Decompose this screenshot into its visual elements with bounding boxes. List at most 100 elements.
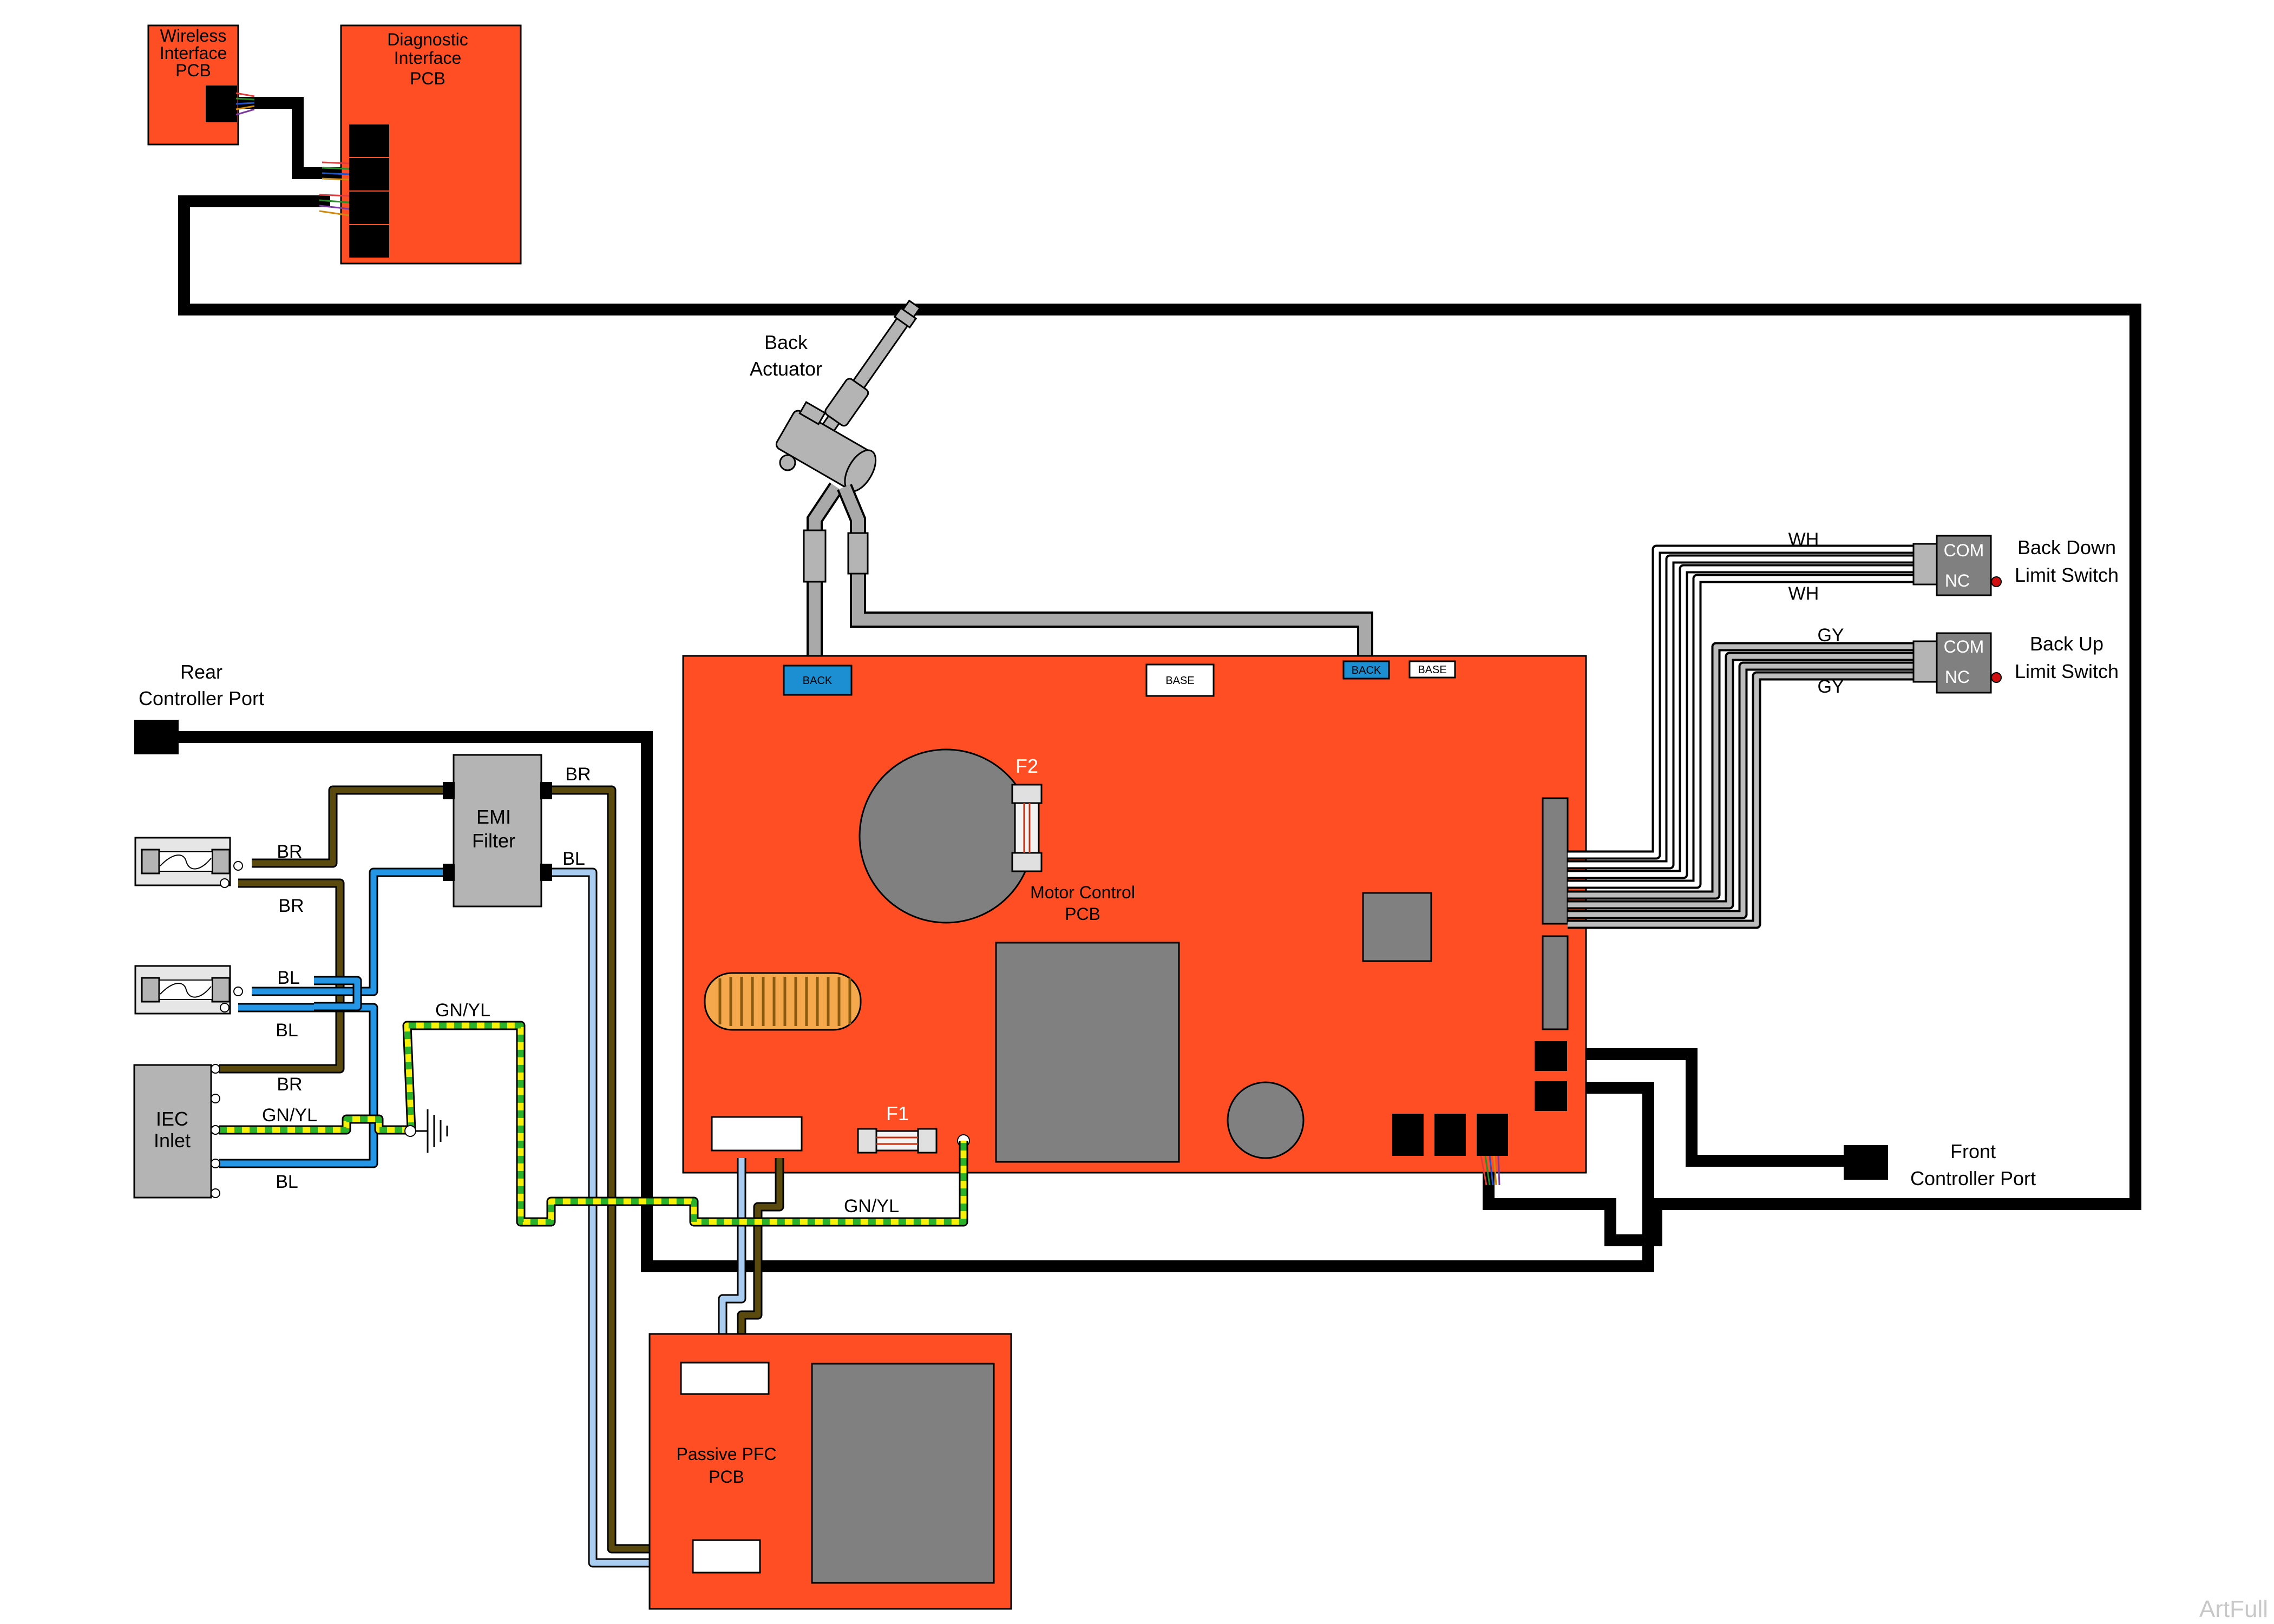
back-down-com-label: COM: [1944, 541, 1984, 560]
motor-control-pcb-label-2: PCB: [1065, 904, 1100, 924]
wireless-pcb-label-3: PCB: [175, 61, 211, 80]
front-controller-cable: [1556, 1048, 1846, 1167]
inductor-coil-icon: [704, 972, 862, 1031]
back-actuator: Back Actuator: [750, 299, 1373, 663]
diagnostic-ribbon-lower-icon: [1480, 1155, 1500, 1186]
connector-back-right: [1342, 660, 1390, 680]
connector-base-right-label: BASE: [1418, 664, 1446, 676]
iec-inlet-label-2: Inlet: [154, 1129, 191, 1152]
passive-pfc-label-2: PCB: [709, 1467, 744, 1487]
front-controller-header: [1535, 1041, 1567, 1071]
motor-control-pcb-label-1: Motor Control: [1030, 883, 1135, 902]
fuse-f1-label: F1: [886, 1102, 909, 1125]
chassis-ground-icon: [416, 1109, 448, 1153]
fuse-f2-label: F2: [1015, 755, 1038, 777]
wire-label-br-2: BR: [278, 896, 304, 916]
emi-filter-label-2: Filter: [472, 830, 515, 852]
back-down-plunger-icon: [1991, 576, 2002, 587]
power-wiring: BR BR BL BL BR GN/YL BL BR BL GN/YL GN/Y…: [219, 764, 968, 1568]
diagnostic-connector-1: [349, 124, 389, 157]
actuator-inline-connector-1: [803, 529, 827, 583]
board-connector-1: [1392, 1114, 1424, 1156]
limit-switch-wires: WH WH GY GY: [1568, 529, 1916, 929]
iec-inlet-label-1: IEC: [156, 1108, 188, 1130]
fuse-f1-icon: [857, 1128, 938, 1154]
motor-control-pcb: BACK BASE BACK BASE F2: [682, 655, 1587, 1186]
rear-controller-port-label-2: Controller Port: [139, 687, 264, 709]
motor-control-large-chip: [995, 942, 1180, 1163]
connector-back-left-label: BACK: [803, 675, 833, 687]
diagnostic-connector-2: [349, 158, 389, 190]
rear-controller-port: Rear Controller Port: [134, 661, 264, 754]
board-connector-3: [1477, 1114, 1508, 1156]
rear-controller-port-label-1: Rear: [180, 661, 222, 683]
diagnostic-connector-4: [349, 225, 389, 258]
board-connector-2: [1434, 1114, 1466, 1156]
wireless-pcb-label-1: Wireless: [160, 26, 227, 45]
wire-label-gy-bottom: GY: [1817, 676, 1844, 697]
back-actuator-label-1: Back: [764, 331, 808, 353]
iec-inlet: IEC Inlet: [133, 1064, 220, 1199]
back-down-nc-label: NC: [1945, 571, 1970, 590]
wire-label-wh-top: WH: [1788, 529, 1819, 550]
front-controller-port-connector: [1844, 1145, 1888, 1180]
diagnostic-connector-3: [349, 192, 389, 224]
wire-label-gnyl-board: GN/YL: [844, 1196, 899, 1217]
back-up-nc-label: NC: [1945, 667, 1970, 687]
connector-back-left: [783, 665, 853, 696]
wireless-connector: [206, 86, 237, 122]
front-controller-port-label-2: Controller Port: [1910, 1167, 2036, 1189]
passive-pfc-label-1: Passive PFC: [677, 1444, 777, 1464]
inductor-windings: [718, 977, 851, 1026]
connector-base-left: [1145, 663, 1215, 697]
diagnostic-pcb-label-3: PCB: [410, 69, 445, 88]
rear-controller-port-connector: [134, 720, 179, 754]
wire-label-gy-top: GY: [1817, 625, 1844, 646]
wireless-ribbon-icon: [235, 92, 255, 116]
connector-base-right: [1408, 660, 1456, 679]
back-up-plunger-icon: [1991, 672, 2002, 683]
back-up-switch-label-2: Limit Switch: [2015, 660, 2119, 682]
emi-filter: EMI Filter: [443, 754, 552, 908]
diagnostic-interface-pcb: Diagnostic Interface PCB: [319, 24, 522, 265]
control-cables: [178, 97, 2141, 1272]
watermark-text: ArtFull: [2199, 1596, 2268, 1622]
actuator-cable-right: [837, 484, 1373, 663]
wire-label-bl-emi: BL: [562, 849, 585, 869]
fuse-f2-icon: [1011, 784, 1043, 872]
front-controller-port-label-1: Front: [1950, 1140, 1996, 1162]
back-up-switch-label-1: Back Up: [2030, 633, 2103, 655]
wire-label-bl-2: BL: [276, 1020, 298, 1041]
wireless-interface-pcb: Wireless Interface PCB: [147, 24, 255, 146]
pfc-input-connector: [680, 1362, 770, 1395]
wire-label-gnyl-ground: GN/YL: [435, 1000, 490, 1021]
wire-label-br-1: BR: [277, 841, 302, 862]
wire-label-br-iec: BR: [277, 1074, 302, 1095]
back-down-switch-label-2: Limit Switch: [2015, 564, 2119, 586]
capacitor-large: [859, 748, 1034, 924]
back-up-limit-switch: COM NC Back Up Limit Switch: [1912, 632, 2119, 694]
diagnostic-cable: [178, 195, 2141, 1246]
wire-label-wh-bottom: WH: [1788, 583, 1819, 604]
connector-back-right-label: BACK: [1352, 665, 1381, 676]
fuse-holder-bl: [134, 965, 243, 1015]
back-actuator-label-2: Actuator: [750, 358, 822, 380]
rear-controller-header: [1535, 1081, 1567, 1111]
emi-filter-label-1: EMI: [476, 806, 511, 828]
pfc-large-chip: [811, 1363, 995, 1584]
ground-junction: [404, 1125, 416, 1137]
connector-base-left-label: BASE: [1165, 675, 1194, 687]
wire-label-gnyl-iec: GN/YL: [262, 1105, 317, 1126]
diagnostic-ribbon-icon: [319, 161, 350, 216]
passive-pfc-pcb: Passive PFC PCB: [648, 1333, 1012, 1610]
motor-control-small-chip: [1362, 892, 1432, 962]
actuator-inline-connector-2: [847, 532, 869, 575]
pfc-connector-on-motor-pcb: [711, 1116, 803, 1152]
wire-label-bl-iec: BL: [276, 1172, 298, 1192]
rear-controller-cable: [179, 731, 1654, 1272]
pfc-output-connector: [692, 1539, 761, 1574]
diagnostic-pcb-label-2: Interface: [394, 48, 462, 68]
front-controller-port: Front Controller Port: [1844, 1140, 2036, 1189]
wire-label-br-emi: BR: [565, 764, 591, 785]
